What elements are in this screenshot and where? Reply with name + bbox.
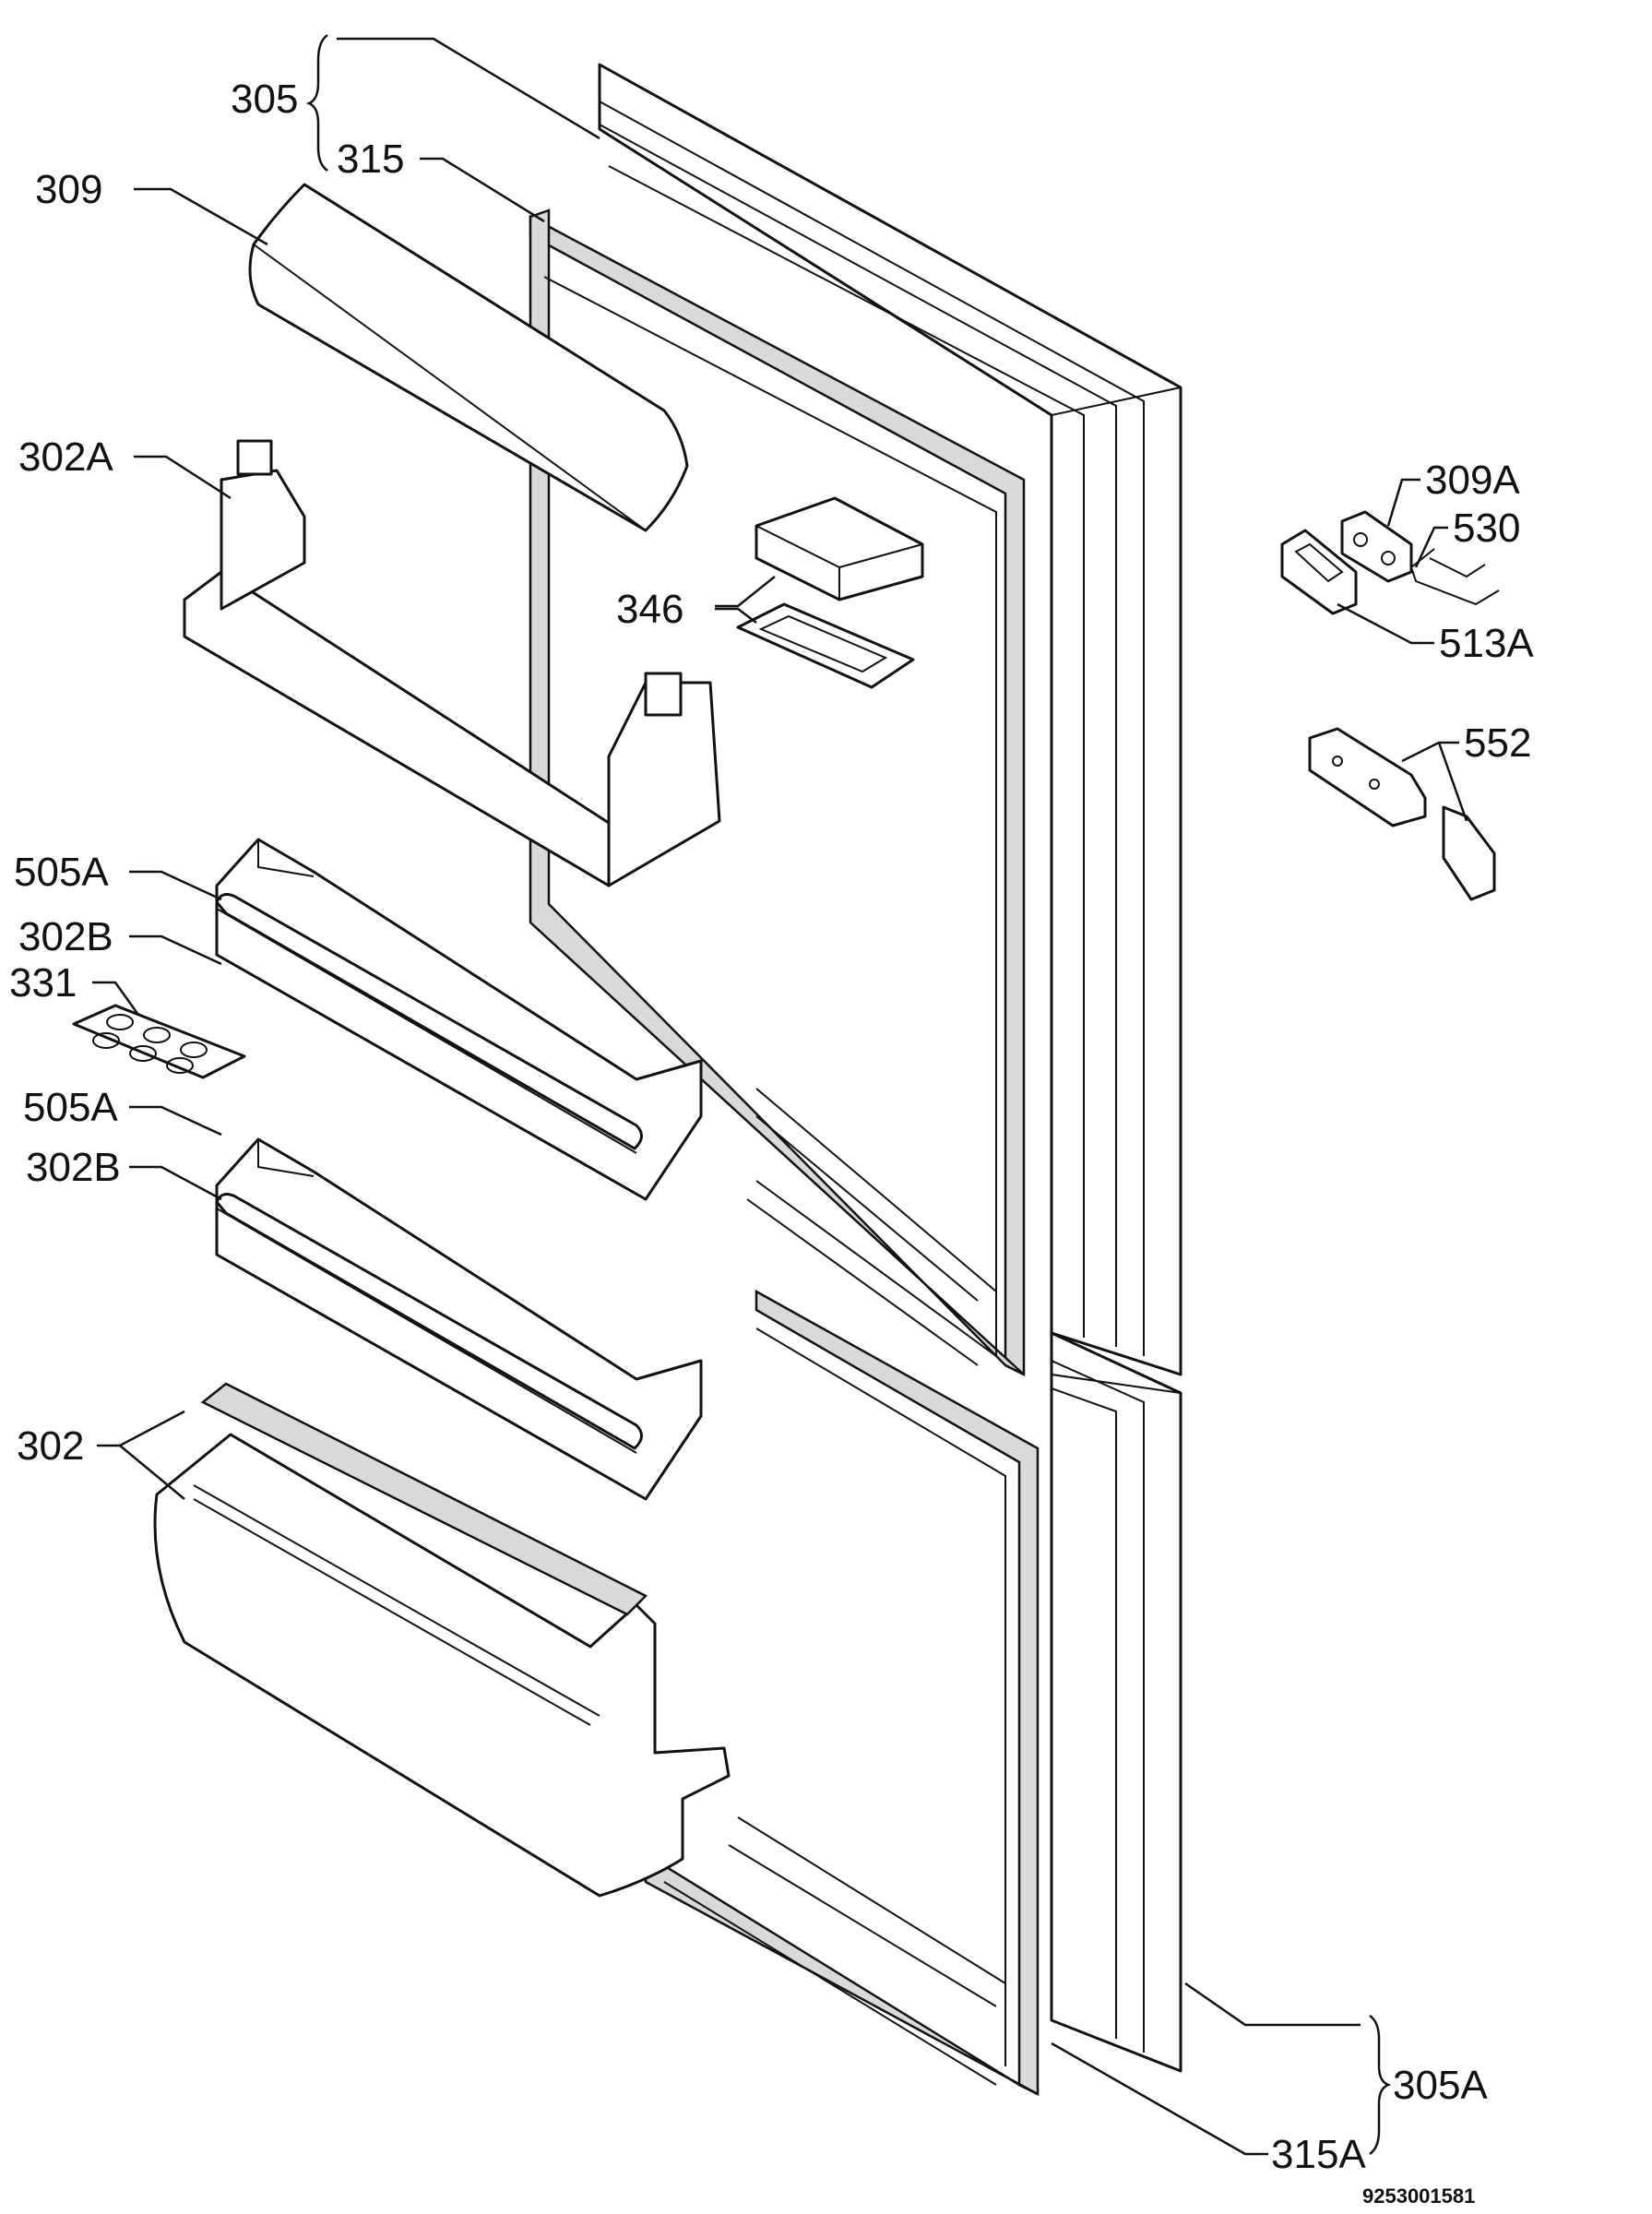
part-346-box [736,496,924,689]
label-505A-lower: 505A [23,1085,118,1130]
part-331-egg-tray [72,1004,246,1079]
part-309A-plate [1340,510,1413,583]
label-505A-upper: 505A [14,850,109,895]
label-305A: 305A [1393,2063,1488,2108]
part-530-clip [1409,548,1500,606]
part-309-cover [248,183,689,532]
part-513A-frame [1280,529,1358,615]
part-302-bottle-shelf [153,1382,731,1898]
label-302A: 302A [18,434,113,480]
drawing-number: 9253001581 [1362,2184,1475,2208]
upper-door-gasket [529,208,1026,1377]
part-302B-shelf-upper [215,838,703,1201]
label-315: 315 [337,137,404,182]
label-309: 309 [35,167,102,212]
label-302B-upper: 302B [18,914,113,959]
callout-labels: 305 315 309 302A 346 309A 530 513A 552 5… [9,77,1534,2177]
label-315A: 315A [1271,2132,1366,2177]
part-302A-shelf [183,439,721,887]
label-331: 331 [9,960,77,1006]
lower-door-panel [1050,1331,1183,2073]
label-346: 346 [616,587,683,632]
label-302: 302 [17,1423,84,1469]
lower-door-gasket [644,1289,1040,2097]
part-302B-shelf-lower [215,1137,703,1501]
label-530: 530 [1453,506,1520,551]
leader-lines [92,33,1468,2156]
label-309A: 309A [1425,458,1520,503]
label-302B-lower: 302B [26,1145,121,1190]
label-305: 305 [231,77,298,122]
label-552: 552 [1464,720,1531,766]
label-513A: 513A [1439,621,1534,666]
part-552-hinge [1308,727,1496,901]
